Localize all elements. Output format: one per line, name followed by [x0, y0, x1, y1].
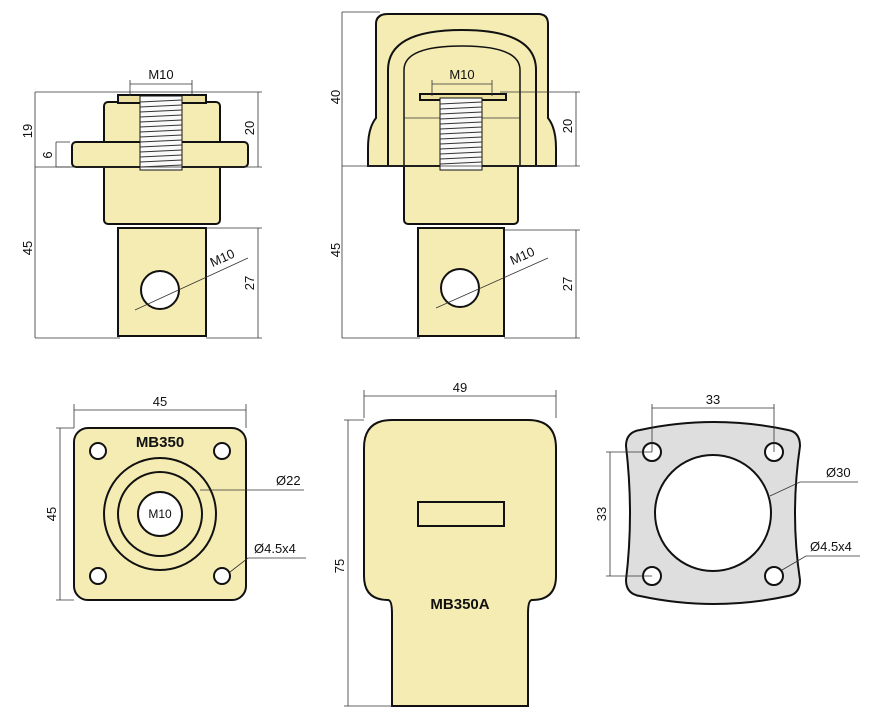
dim-20: 20 — [242, 121, 257, 135]
mb350a-cross-hole — [440, 268, 480, 308]
dim-49: 49 — [453, 380, 467, 395]
center-thread-label: M10 — [148, 507, 172, 521]
cross-hole-label-a: M10 — [508, 244, 537, 268]
dim-45: 45 — [20, 241, 35, 255]
dim-75: 75 — [332, 559, 347, 573]
dia-22-label: Ø22 — [276, 473, 301, 488]
mb350-side-view — [34, 80, 262, 339]
mb350a-arch-inner — [403, 45, 521, 166]
mb350a-window — [417, 501, 505, 527]
dim-33-width: 33 — [706, 392, 720, 407]
dim-45-width: 45 — [153, 394, 167, 409]
mb350-thread — [139, 95, 183, 171]
dia-4-5x4-label: Ø4.5x4 — [254, 541, 296, 556]
gasket-center-hole — [654, 454, 772, 572]
mb350a-cap-front — [363, 419, 557, 707]
gasket-hole-br — [764, 566, 784, 586]
gasket-view — [606, 404, 860, 605]
mount-hole-br — [213, 567, 231, 585]
model-label-mb350: MB350 — [136, 434, 184, 451]
dim-20-a: 20 — [560, 119, 575, 133]
dim-19: 19 — [20, 124, 35, 138]
cross-hole-label: M10 — [208, 246, 237, 270]
model-label-mb350a: MB350A — [430, 596, 489, 613]
dim-45-a: 45 — [328, 243, 343, 257]
dim-6: 6 — [40, 151, 55, 158]
dim-33-height: 33 — [594, 507, 609, 521]
mb350a-side-view — [341, 11, 580, 339]
mb350-thread-label: M10 — [148, 67, 173, 82]
mb350a-arch-outer — [387, 28, 537, 166]
mount-hole-tl — [89, 442, 107, 460]
mount-hole-bl — [89, 567, 107, 585]
dim-40: 40 — [328, 90, 343, 104]
mb350-cross-hole — [140, 270, 180, 310]
mb350-top-view — [56, 404, 306, 601]
dim-45-height: 45 — [44, 507, 59, 521]
dim-27: 27 — [242, 276, 257, 290]
gasket-hole-label: Ø4.5x4 — [810, 539, 852, 554]
dim-27-a: 27 — [560, 277, 575, 291]
mb350a-thread-label: M10 — [449, 67, 474, 82]
mount-hole-tr — [213, 442, 231, 460]
mb350-center-bore — [137, 491, 183, 537]
mb350a-front-view — [344, 390, 557, 707]
dia-30-label: Ø30 — [826, 465, 851, 480]
